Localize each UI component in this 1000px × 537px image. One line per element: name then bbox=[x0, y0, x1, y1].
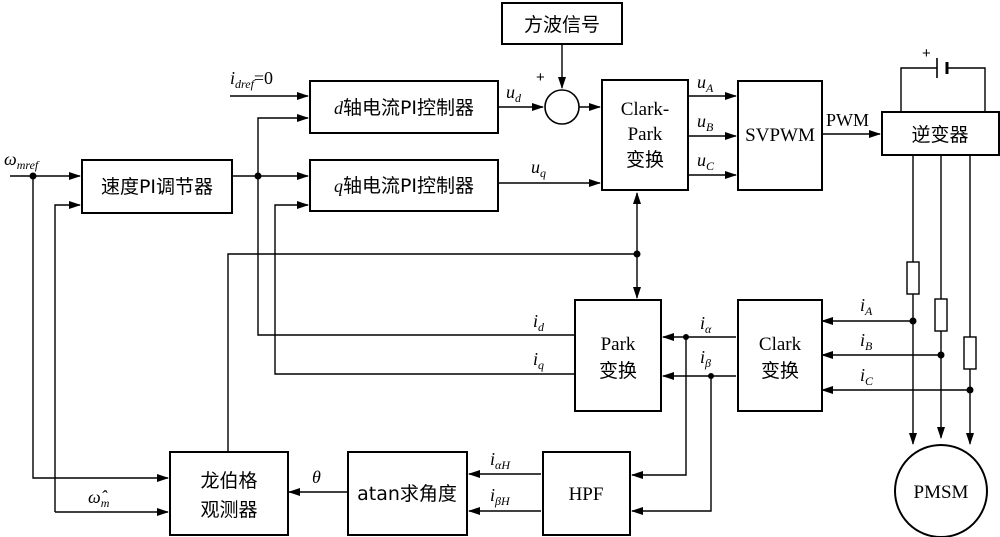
svg-text:d轴电流PI控制器: d轴电流PI控制器 bbox=[334, 97, 474, 119]
junction-iC bbox=[966, 386, 974, 394]
connection-lines bbox=[10, 44, 986, 516]
current-sensors bbox=[906, 261, 977, 370]
label-uA: uA bbox=[697, 72, 714, 95]
q-axis-pi-block: q轴电流PI控制器 bbox=[309, 159, 499, 212]
q-pi-var: q bbox=[334, 176, 343, 196]
junction-ibeta bbox=[708, 373, 714, 379]
pmsm-motor: PMSM bbox=[894, 444, 988, 537]
junction-speed-out bbox=[254, 172, 262, 180]
label-pwm: PWM bbox=[826, 110, 869, 130]
ialpha-to-hpf bbox=[631, 337, 687, 479]
label-ialphaH: iαH bbox=[490, 449, 511, 472]
square-wave-label: 方波信号 bbox=[524, 14, 600, 36]
label-iA: iA bbox=[860, 295, 873, 318]
junction-theta bbox=[633, 250, 641, 258]
clark-line2: 变换 bbox=[761, 360, 799, 382]
omega-mref-to-observer bbox=[32, 176, 169, 482]
theta-from-observer bbox=[227, 253, 637, 452]
speed-pi-label: 速度PI调节器 bbox=[101, 176, 213, 198]
battery-line-right bbox=[947, 67, 986, 112]
inverter-label: 逆变器 bbox=[911, 124, 968, 146]
clark-park-line3: 变换 bbox=[626, 149, 664, 171]
label-uq: uq bbox=[531, 157, 546, 180]
sensor-C bbox=[963, 336, 977, 370]
pmsm-label: PMSM bbox=[914, 482, 969, 503]
label-ialpha: iα bbox=[700, 313, 712, 336]
junction-iB bbox=[937, 351, 945, 359]
ibeta-to-hpf bbox=[631, 376, 712, 515]
clark-block: Clark 变换 bbox=[737, 299, 823, 412]
label-id: id bbox=[533, 311, 545, 334]
label-theta: θ bbox=[312, 467, 321, 487]
junction-omega bbox=[29, 172, 37, 180]
sensor-B bbox=[934, 298, 948, 332]
speed-pi-block: 速度PI调节器 bbox=[81, 159, 233, 214]
label-ibeta: iβ bbox=[700, 347, 711, 370]
svg-text:q轴电流PI控制器: q轴电流PI控制器 bbox=[334, 175, 474, 197]
park-block: Park 变换 bbox=[574, 299, 662, 412]
branch-d-line bbox=[257, 114, 309, 176]
svpwm-block: SVPWM bbox=[737, 80, 823, 191]
hpf-block: HPF bbox=[542, 451, 631, 536]
summing-junction: + + bbox=[536, 69, 580, 125]
junction-ialpha bbox=[683, 334, 689, 340]
dc-battery: + bbox=[922, 45, 949, 78]
label-uC: uC bbox=[697, 150, 715, 173]
label-ud: ud bbox=[506, 82, 522, 105]
id-feedback-line bbox=[257, 176, 575, 336]
label-iq: iq bbox=[533, 349, 544, 372]
label-omega-mref: ωmref bbox=[4, 149, 40, 172]
park-line1: Park bbox=[601, 334, 636, 355]
label-iB: iB bbox=[860, 330, 873, 353]
luenberger-observer-block: 龙伯格 观测器 bbox=[169, 451, 289, 536]
label-uB: uB bbox=[697, 111, 714, 134]
speed-feedback-line bbox=[54, 201, 81, 512]
label-idref: idref=0 bbox=[230, 68, 273, 91]
svpwm-label: SVPWM bbox=[745, 125, 815, 146]
sum-plus-left: + bbox=[536, 69, 545, 86]
observer-line2: 观测器 bbox=[200, 499, 257, 521]
q-pi-label: 轴电流PI控制器 bbox=[343, 175, 474, 197]
square-wave-block: 方波信号 bbox=[501, 2, 623, 45]
inverter-block: 逆变器 bbox=[881, 111, 1000, 156]
junction-dots bbox=[29, 172, 974, 394]
junction-iA bbox=[909, 317, 917, 325]
battery-plus: + bbox=[922, 45, 931, 62]
battery-line-left bbox=[900, 67, 937, 112]
iq-feedback-line bbox=[274, 201, 575, 375]
clark-park-block: Clark- Park 变换 bbox=[601, 79, 689, 191]
clark-line1: Clark bbox=[759, 334, 802, 355]
hpf-label: HPF bbox=[569, 484, 604, 505]
d-pi-label: 轴电流PI控制器 bbox=[343, 97, 474, 119]
signal-labels: idref=0 ωmref ω̂m ud uq uA uB uC PWM id … bbox=[4, 68, 874, 510]
atan-label: atan求角度 bbox=[357, 483, 457, 505]
park-line2: 变换 bbox=[599, 360, 637, 382]
d-pi-var: d bbox=[334, 98, 344, 118]
clark-park-line2: Park bbox=[628, 124, 663, 145]
observer-line1: 龙伯格 bbox=[200, 470, 257, 492]
clark-park-line1: Clark- bbox=[621, 99, 670, 120]
label-omega-hat: ω̂m bbox=[88, 487, 110, 510]
d-axis-pi-block: d轴电流PI控制器 bbox=[309, 80, 499, 134]
label-ibetaH: iβH bbox=[490, 485, 511, 508]
atan-block: atan求角度 bbox=[347, 451, 468, 536]
sensor-A bbox=[906, 261, 920, 295]
label-iC: iC bbox=[860, 365, 874, 388]
